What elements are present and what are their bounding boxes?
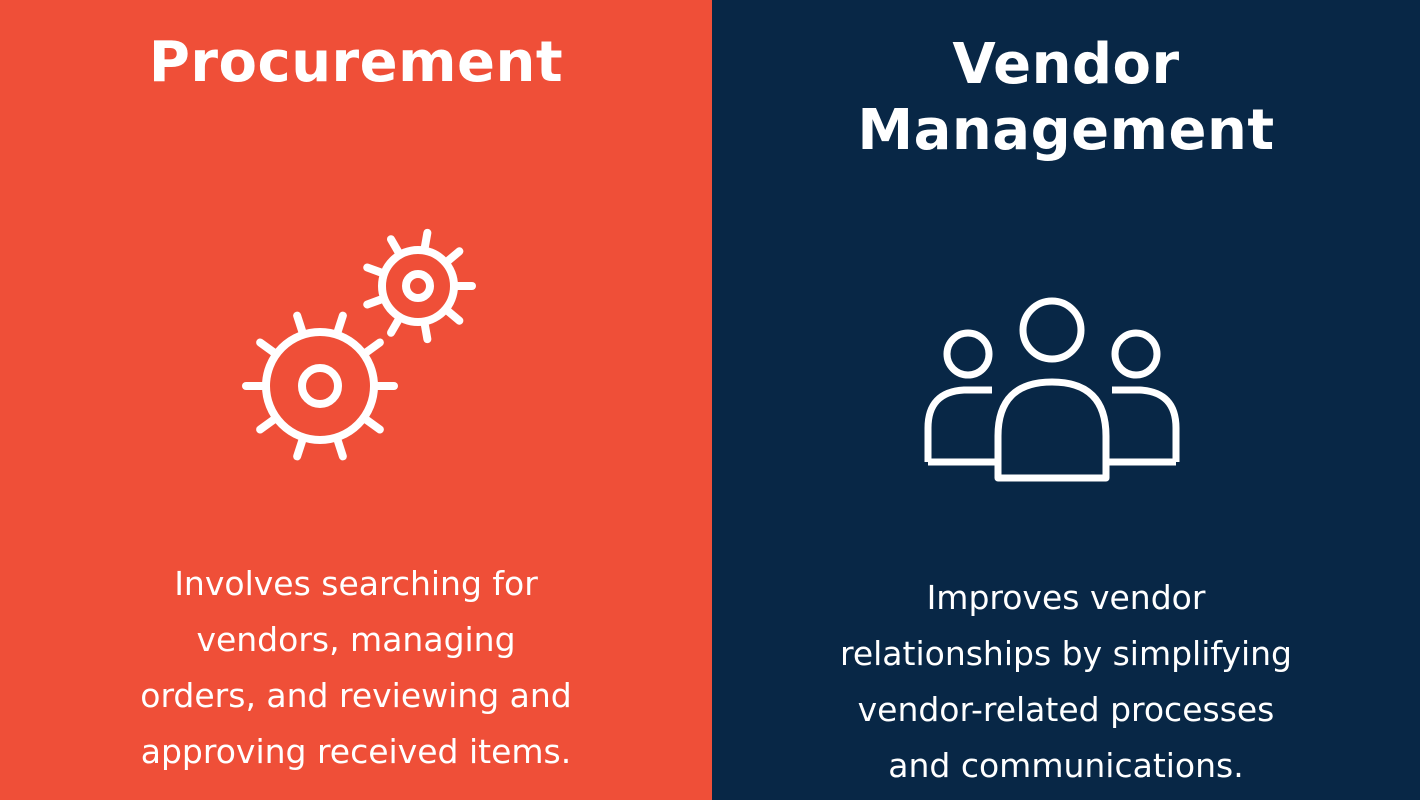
vendor-management-title: Vendor Management: [712, 32, 1420, 164]
gear-tooth: [256, 416, 278, 434]
procurement-panel: Procurement Involves searching for vendo…: [0, 0, 712, 800]
procurement-description-line: Involves searching for: [174, 564, 538, 603]
gear-tooth: [256, 338, 278, 356]
gear-tooth: [387, 235, 402, 256]
vendor-management-description-line: vendor-related processes: [857, 690, 1275, 729]
procurement-description-line: vendors, managing: [196, 620, 516, 659]
procurement-description-line: orders, and reviewing and: [140, 676, 572, 715]
vendor-management-panel: Vendor Management Improves vendor relati…: [712, 0, 1420, 800]
people-group-icon: [924, 297, 1180, 482]
procurement-description: Involves searching for vendors, managing…: [0, 556, 712, 780]
procurement-title: Procurement: [148, 30, 564, 95]
gear-tooth: [293, 311, 307, 335]
gear-tooth: [420, 321, 432, 344]
gear-tooth: [333, 311, 347, 335]
gears-icon: [242, 228, 476, 461]
gear-tooth: [363, 263, 385, 277]
gear-tooth: [420, 228, 432, 251]
vendor-management-description-line: Improves vendor: [926, 578, 1206, 617]
vendor-management-description-line: relationships by simplifying: [839, 634, 1292, 673]
procurement-description-line: approving received items.: [140, 732, 572, 771]
gear-tooth: [387, 316, 402, 337]
vendor-management-description: Improves vendor relationships by simplif…: [712, 570, 1420, 794]
gear-tooth: [444, 247, 464, 265]
vendor-management-title-line: Management: [857, 98, 1275, 163]
vendor-management-title-line: Vendor: [952, 32, 1180, 97]
gear-tooth: [362, 338, 384, 356]
gear-tooth: [363, 295, 385, 309]
gear-tooth: [444, 307, 464, 325]
gear-tooth: [362, 416, 384, 434]
gear-tooth: [333, 437, 347, 461]
vendor-management-description-line: and communications.: [888, 746, 1244, 785]
gear-tooth: [293, 437, 307, 461]
